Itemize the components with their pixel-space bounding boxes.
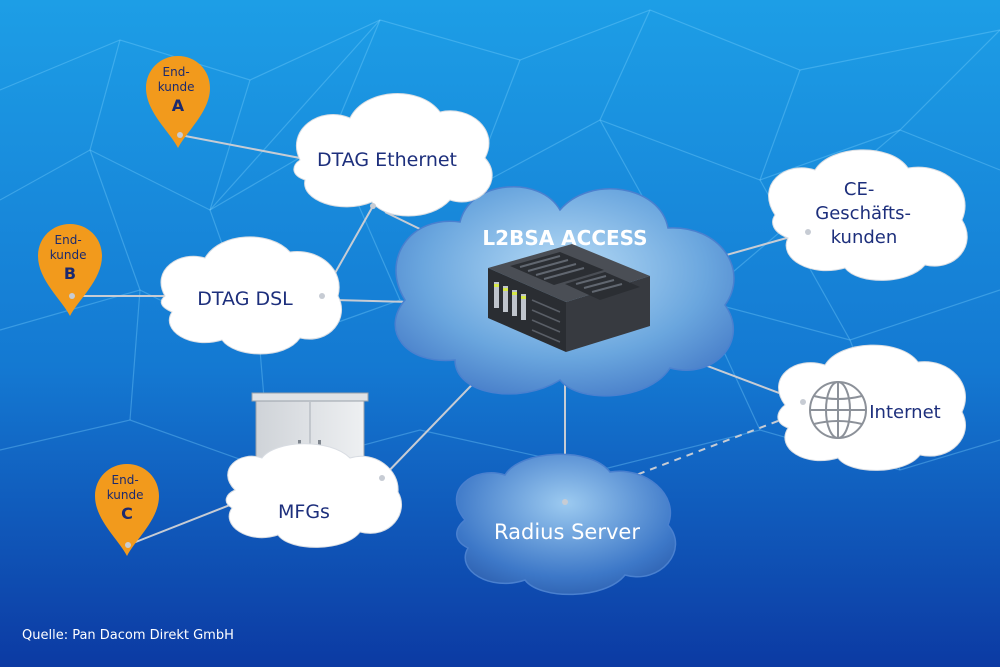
ce-label-line1: CE- <box>844 179 874 200</box>
radius-server-label: Radius Server <box>494 520 640 544</box>
pin-b-text: End- kunde B <box>50 233 91 283</box>
pin-a-line2: kunde <box>158 80 195 94</box>
dtag-ethernet-label: DTAG Ethernet <box>317 149 457 171</box>
line-c-mfgs <box>127 502 236 546</box>
pin-c-text: End- kunde C <box>107 473 148 523</box>
mfgs-label: MFGs <box>278 501 330 523</box>
dtag-dsl-cloud: DTAG DSL <box>160 236 343 355</box>
pin-c-line2: kunde <box>107 488 144 502</box>
ce-geschaeftskunden-cloud: CE- Geschäfts- kunden <box>768 149 968 281</box>
line-a-ethernet <box>179 134 301 159</box>
pin-b-line1: End- <box>55 233 82 247</box>
ce-label-line3: kunden <box>831 227 898 248</box>
endkunde-c-pin: End- kunde C <box>95 464 159 556</box>
pin-a-text: End- kunde A <box>158 65 199 115</box>
endkunde-b-pin: End- kunde B <box>38 224 102 316</box>
globe-icon <box>809 381 867 439</box>
pin-b-line2: kunde <box>50 248 87 262</box>
server-device-icon <box>488 244 650 352</box>
dtag-ethernet-cloud: DTAG Ethernet <box>293 93 493 217</box>
source-note: Quelle: Pan Dacom Direkt GmbH <box>22 628 234 643</box>
connection-dots <box>69 132 811 548</box>
ce-label-line2: Geschäfts- <box>815 203 911 224</box>
endkunde-a-pin: End- kunde A <box>146 56 210 148</box>
internet-cloud: Internet <box>777 344 967 471</box>
pin-b-letter: B <box>64 264 76 283</box>
dtag-dsl-label: DTAG DSL <box>197 288 293 310</box>
pin-a-line1: End- <box>163 65 190 79</box>
radius-server-cloud: Radius Server <box>455 453 677 596</box>
pin-c-letter: C <box>121 504 133 523</box>
pin-a-letter: A <box>172 96 185 115</box>
pin-c-line1: End- <box>112 473 139 487</box>
ce-label: CE- Geschäfts- kunden <box>815 179 916 248</box>
mfgs-cloud: MFGs <box>225 443 403 548</box>
internet-label: Internet <box>869 402 940 423</box>
